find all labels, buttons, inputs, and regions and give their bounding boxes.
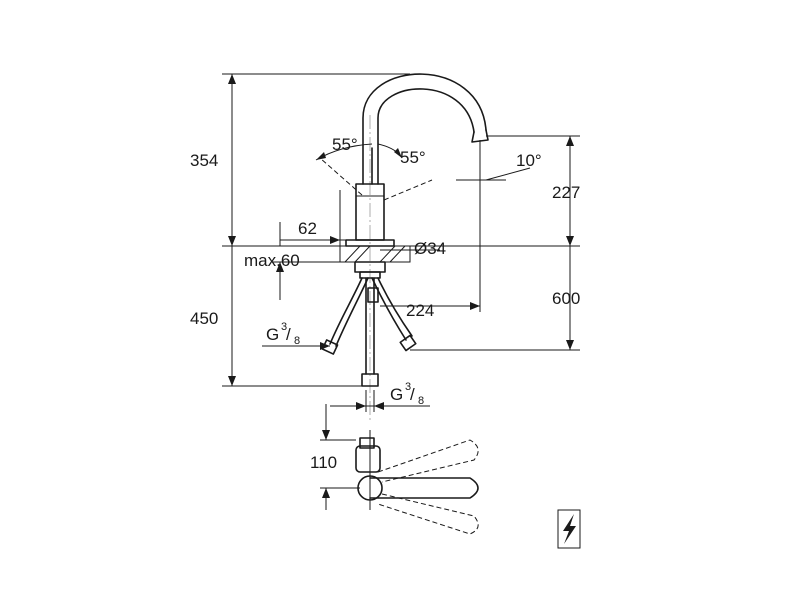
dim-hole-diameter: Ø34 [414,239,446,258]
thread-right-label: G 3 / 8 [390,381,424,407]
dim-lever-offset: 110 [310,453,337,472]
dim-body-width: 62 [298,219,317,238]
thread-right-num: 3 [405,381,411,393]
faucet-body [319,73,489,247]
thread-left-slash: / [286,325,291,344]
thread-left-den: 8 [294,335,300,347]
dim-height-outlet: 227 [552,183,580,202]
lightning-bolt-icon [557,509,581,549]
thread-right-base: G [390,385,403,404]
thread-left-num: 3 [281,321,287,333]
dim-height-total: 354 [190,151,218,170]
dim-angle-right: 55° [400,148,426,167]
thread-right-slash: / [410,385,415,404]
thread-left-label: G 3 / 8 [266,321,300,347]
dimension-lines [222,73,580,510]
faucet-top-view [355,430,479,535]
thread-right-den: 8 [418,395,424,407]
dim-angle-left: 55° [332,135,358,154]
dim-max-thickness: max.60 [244,251,300,270]
dim-angle-outlet: 10° [516,151,542,170]
counter-top [339,245,411,279]
thread-left-base: G [266,325,279,344]
dim-reach: 224 [406,301,434,320]
dim-hose-length: 450 [190,309,218,328]
supply-hoses [321,277,417,387]
center-lines [300,115,478,420]
dim-counter-depth: 600 [552,289,580,308]
dimension-labels: 354 227 55° 55° 10° 62 Ø34 max.60 224 45… [190,135,580,472]
